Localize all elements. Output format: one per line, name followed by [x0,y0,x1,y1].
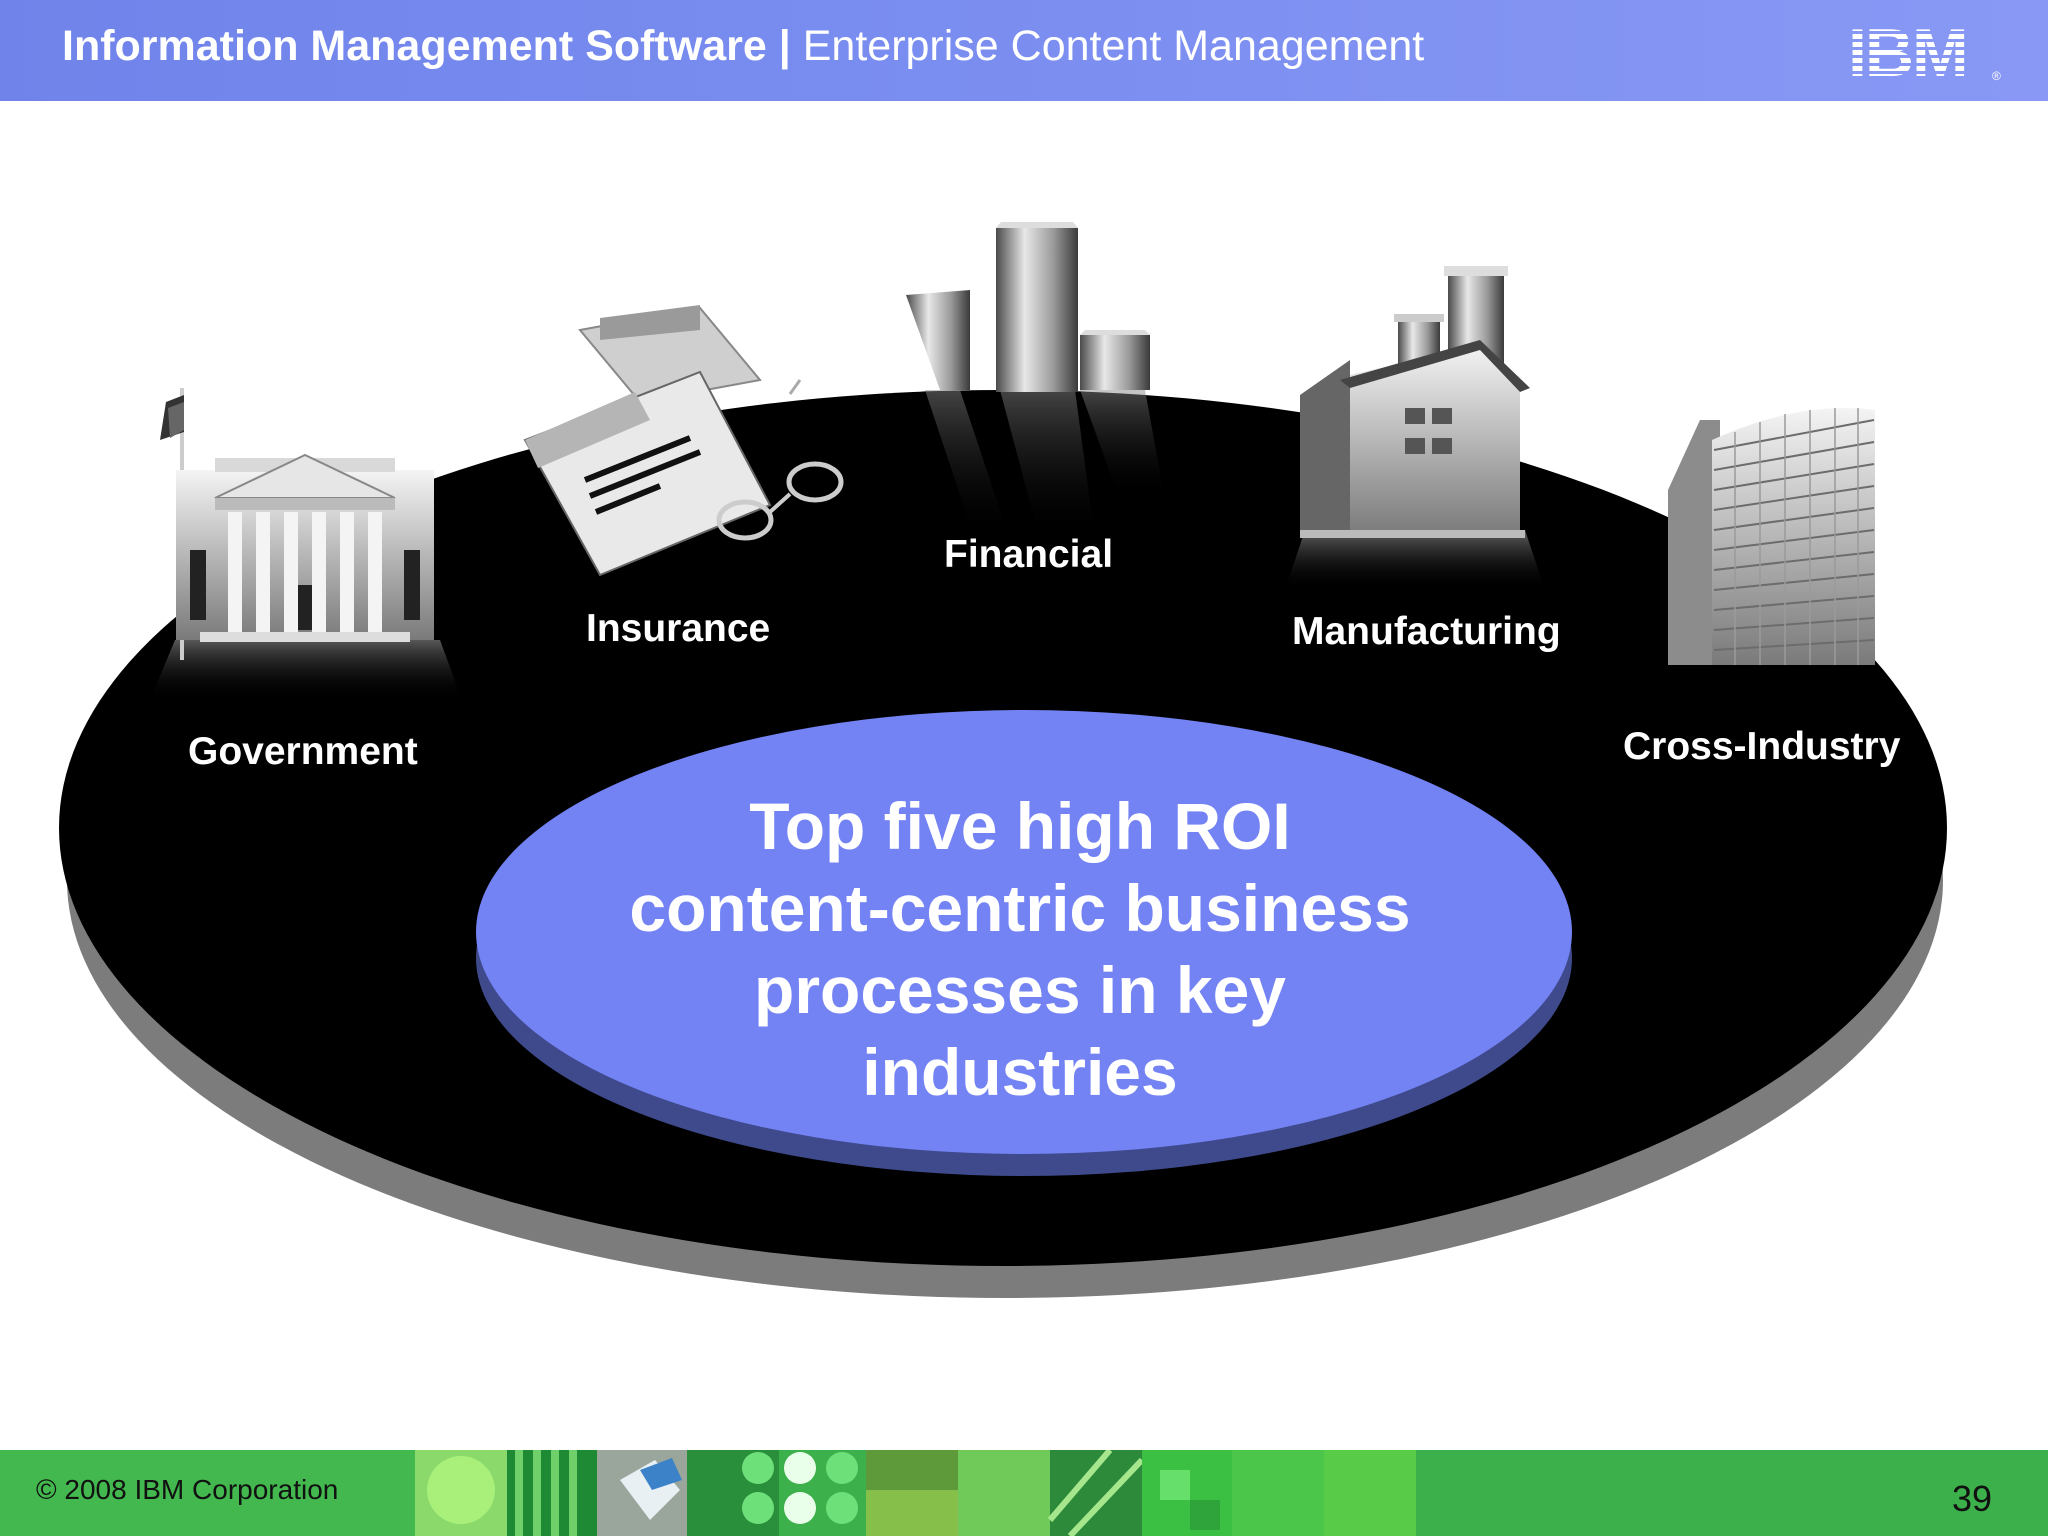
label-manufacturing: Manufacturing [1292,610,1561,653]
manufacturing-factory-icon [1285,266,1545,590]
office-tower-icon [1668,408,1875,665]
financial-bars-icon [906,222,1165,540]
center-ellipse [476,710,1572,1154]
copyright-text: © 2008 IBM Corporation [36,1474,339,1505]
header-title: Information Management Software | Enterp… [62,22,1424,71]
center-heading: Top five high ROI content-centric busine… [520,785,1520,1113]
insurance-documents-icon [523,305,844,577]
header-title-light: Enterprise Content Management [802,22,1425,70]
ibm-logo-text: IBM [1848,18,1967,82]
label-government: Government [188,730,418,773]
government-building-icon [150,388,462,700]
center-line-1: Top five high ROI [749,789,1291,863]
center-line-4: industries [862,1035,1178,1109]
label-insurance: Insurance [586,607,771,650]
label-cross-industry: Cross-Industry [1623,725,1901,768]
header-bar: Information Management Software | Enterp… [0,0,2048,101]
page-number: 39 [1952,1478,1993,1519]
footer-bar [0,1450,2048,1536]
ibm-logo: IBM ® [1848,18,2001,82]
svg-text:®: ® [1992,69,2001,82]
label-financial: Financial [944,533,1114,576]
header-separator: | [778,22,791,70]
footer-mosaic [0,1450,2048,1536]
center-line-3: processes in key [754,953,1286,1027]
center-line-2: content-centric business [629,871,1411,945]
header-title-bold: Information Management Software [62,22,767,70]
